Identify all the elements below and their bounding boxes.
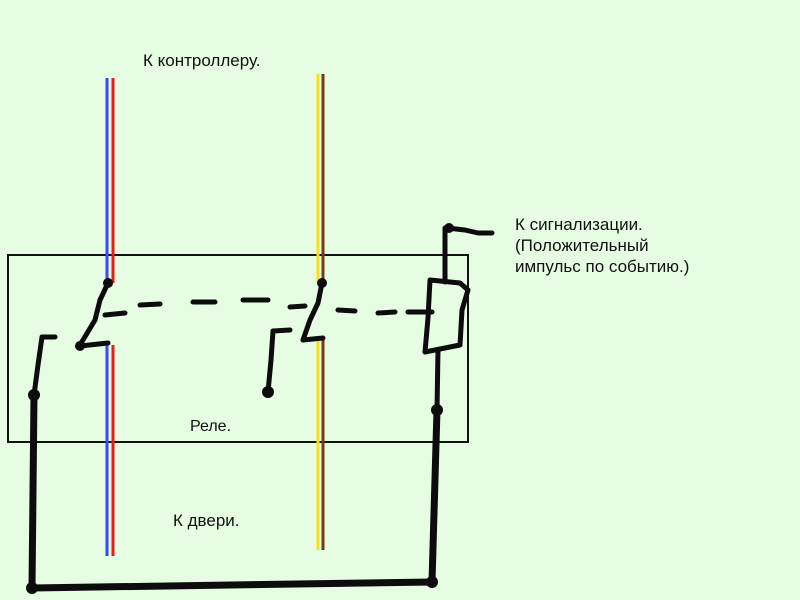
to-door-label: К двери. <box>173 511 240 530</box>
alarm-input-lead <box>444 225 495 236</box>
bottom-right-junction <box>426 576 438 588</box>
to-alarm-label-line-2: (Положительный <box>515 236 649 255</box>
left-wire-pair <box>105 78 115 556</box>
mechanical-linkage-dashed <box>102 297 435 318</box>
alarm-input-terminal <box>444 223 454 233</box>
to-alarm-label-line-1: К сигнализации. <box>515 215 643 234</box>
bottom-loop-wire <box>28 391 441 592</box>
left-contact-no-lead <box>31 334 45 398</box>
left-contact-tip <box>75 341 85 351</box>
relay-coil <box>422 223 495 416</box>
to-controller-label: К контроллеру. <box>143 51 261 70</box>
relay-box <box>7 254 469 443</box>
coil-bottom-lead <box>434 347 441 413</box>
right-contact-pivot <box>317 278 327 288</box>
relay-coil-body <box>422 277 471 355</box>
left-contact-arm <box>77 280 111 348</box>
right-contact-end <box>262 386 274 398</box>
right-wire-pair <box>316 74 325 550</box>
to-alarm-label-line-3: импульс по событию.) <box>515 257 690 276</box>
relay-label: Реле. <box>190 418 232 435</box>
right-contact-nc-terminal <box>300 335 326 343</box>
right-relay-contact <box>262 278 327 398</box>
right-contact-no-lead <box>265 328 276 395</box>
right-contact-arm <box>300 280 325 343</box>
right-contact-no-terminal <box>270 327 293 334</box>
left-relay-contact <box>28 278 113 401</box>
bottom-left-junction <box>26 582 38 594</box>
to-alarm-label: К сигнализации. (Положительный импульс п… <box>515 214 689 277</box>
left-contact-pivot <box>103 278 113 288</box>
